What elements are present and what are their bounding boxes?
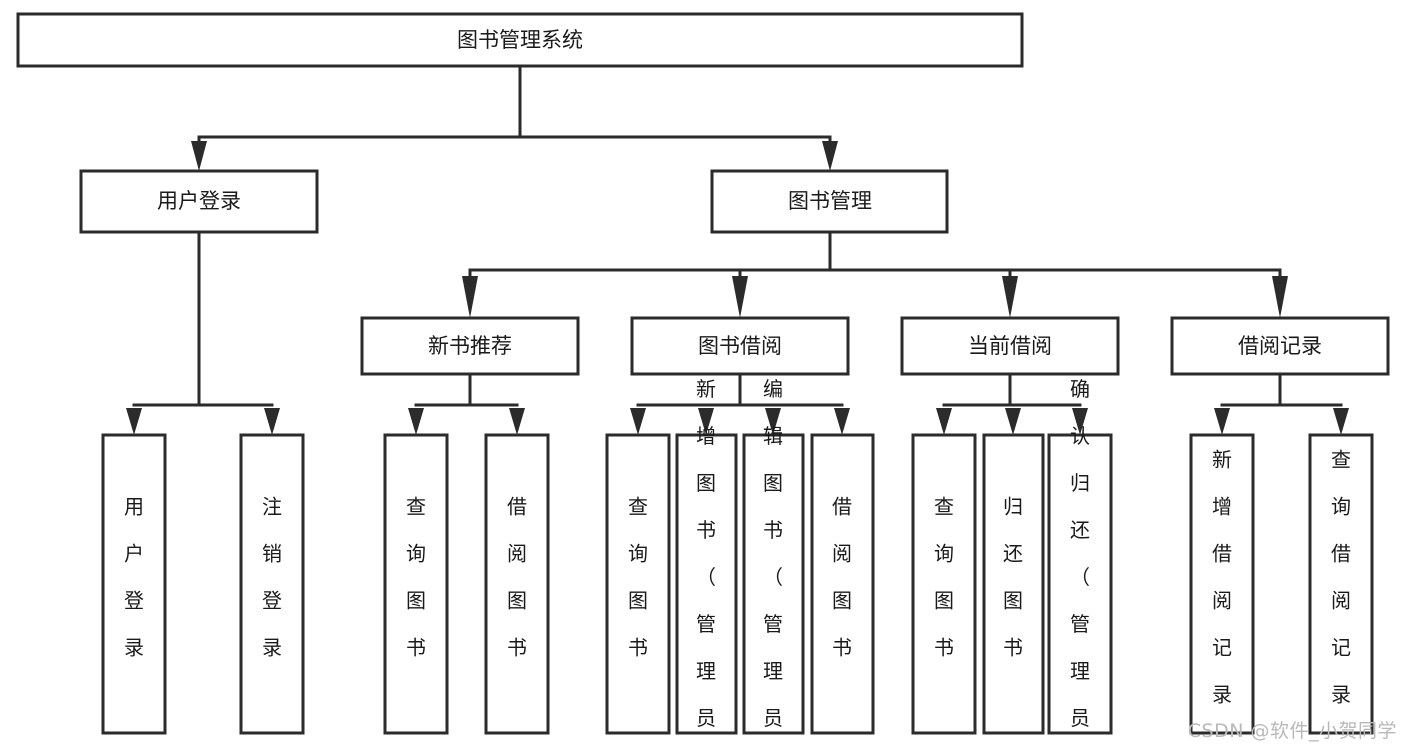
leaf-query-record-box[interactable] <box>1308 433 1374 735</box>
arrow-leaf-borrow-book-1 <box>509 408 525 435</box>
leaf-borrow-book-1-box[interactable] <box>484 433 550 735</box>
current-borrow-label: 当前借阅 <box>968 334 1052 358</box>
node-leaf-confirm-return[interactable]: 确认归还（管理员） <box>1047 377 1113 747</box>
root-box[interactable] <box>16 12 1024 68</box>
leaf-query-book-1-box[interactable] <box>383 433 449 735</box>
node-leaf-query-book-1[interactable]: 查询图书 <box>383 433 449 735</box>
connector-layer <box>126 64 1349 435</box>
leaf-return-book-label: 归还图书 <box>1003 495 1023 660</box>
node-leaf-logout-login[interactable]: 注销登录 <box>239 433 305 735</box>
arrow-leaf-edit-book <box>765 408 781 435</box>
arrow-leaf-user-login <box>126 408 142 435</box>
node-current-borrow[interactable]: 当前借阅 <box>900 316 1120 376</box>
arrow-leaf-query-book-1 <box>408 408 424 435</box>
leaf-user-login-label: 用户登录 <box>124 495 144 660</box>
leaf-edit-book-box[interactable] <box>742 433 805 735</box>
node-leaf-add-record[interactable]: 新增借阅记录 <box>1189 433 1255 735</box>
leaf-query-book-2-label: 查询图书 <box>628 495 648 660</box>
leaf-add-record-box[interactable] <box>1189 433 1255 735</box>
node-book-borrow[interactable]: 图书借阅 <box>630 316 850 376</box>
node-leaf-query-book-2[interactable]: 查询图书 <box>605 433 671 735</box>
node-leaf-user-login[interactable]: 用户登录 <box>101 433 167 735</box>
user-login-label: 用户登录 <box>157 189 241 213</box>
leaf-add-record-label: 新增借阅记录 <box>1212 448 1232 707</box>
arrow-user-login <box>191 141 207 171</box>
leaf-user-login-box[interactable] <box>101 433 167 735</box>
leaf-query-book-2-box[interactable] <box>605 433 671 735</box>
node-leaf-edit-book[interactable]: 编辑图书（管理员） <box>742 377 805 747</box>
arrow-new-book-rec <box>462 276 478 318</box>
book-borrow-box[interactable] <box>630 316 850 376</box>
book-manage-box[interactable] <box>710 169 949 234</box>
leaf-query-book-3-label: 查询图书 <box>934 495 954 660</box>
arrow-book-manage <box>822 141 838 171</box>
leaf-borrow-book-2-box[interactable] <box>810 433 875 735</box>
arrow-leaf-confirm-return <box>1072 408 1088 435</box>
borrow-record-label: 借阅记录 <box>1238 334 1322 358</box>
node-leaf-add-book[interactable]: 新增图书（管理员） <box>675 377 738 747</box>
arrow-leaf-logout-login <box>264 408 280 435</box>
arrow-leaf-borrow-book-2 <box>834 408 850 435</box>
arrow-leaf-add-record <box>1214 408 1230 435</box>
arrow-leaf-query-book-3 <box>936 408 952 435</box>
arrow-book-borrow <box>732 276 748 318</box>
node-user-login[interactable]: 用户登录 <box>79 169 319 234</box>
book-borrow-label: 图书借阅 <box>698 334 782 358</box>
leaf-logout-login-box[interactable] <box>239 433 305 735</box>
root-label: 图书管理系统 <box>457 28 583 52</box>
watermark-label: CSDN @软件_小贺同学 <box>1187 720 1397 742</box>
new-book-rec-label: 新书推荐 <box>428 334 512 358</box>
leaf-edit-book-label: 编辑图书（管理员） <box>763 377 783 747</box>
node-borrow-record[interactable]: 借阅记录 <box>1170 316 1390 376</box>
leaf-return-book-box[interactable] <box>982 433 1045 735</box>
borrow-record-box[interactable] <box>1170 316 1390 376</box>
arrow-current-borrow <box>1002 276 1018 318</box>
arrow-leaf-query-book-2 <box>630 408 646 435</box>
leaf-query-record-label: 查询借阅记录 <box>1331 448 1351 707</box>
leaf-confirm-return-box[interactable] <box>1047 433 1113 735</box>
leaf-borrow-book-1-label: 借阅图书 <box>507 495 527 660</box>
leaf-add-book-box[interactable] <box>675 433 738 735</box>
book-manage-label: 图书管理 <box>788 189 872 213</box>
arrow-leaf-return-book <box>1005 408 1021 435</box>
node-leaf-query-record[interactable]: 查询借阅记录 <box>1308 433 1374 735</box>
node-leaf-query-book-3[interactable]: 查询图书 <box>911 433 977 735</box>
node-leaf-borrow-book-2[interactable]: 借阅图书 <box>810 433 875 735</box>
leaf-confirm-return-label: 确认归还（管理员） <box>1070 377 1090 747</box>
node-book-manage[interactable]: 图书管理 <box>710 169 949 234</box>
current-borrow-box[interactable] <box>900 316 1120 376</box>
leaf-logout-login-label: 注销登录 <box>262 495 282 660</box>
arrow-borrow-record <box>1272 276 1288 318</box>
node-root[interactable]: 图书管理系统 <box>16 12 1024 68</box>
node-leaf-borrow-book-1[interactable]: 借阅图书 <box>484 433 550 735</box>
new-book-rec-box[interactable] <box>360 316 580 376</box>
arrow-leaf-query-record <box>1333 408 1349 435</box>
leaf-add-book-label: 新增图书（管理员） <box>696 377 716 747</box>
arrow-leaf-add-book <box>698 408 714 435</box>
leaf-borrow-book-2-label: 借阅图书 <box>832 495 852 660</box>
user-login-box[interactable] <box>79 169 319 234</box>
node-new-book-rec[interactable]: 新书推荐 <box>360 316 580 376</box>
leaf-query-book-3-box[interactable] <box>911 433 977 735</box>
leaf-query-book-1-label: 查询图书 <box>406 495 426 660</box>
node-leaf-return-book[interactable]: 归还图书 <box>982 433 1045 735</box>
